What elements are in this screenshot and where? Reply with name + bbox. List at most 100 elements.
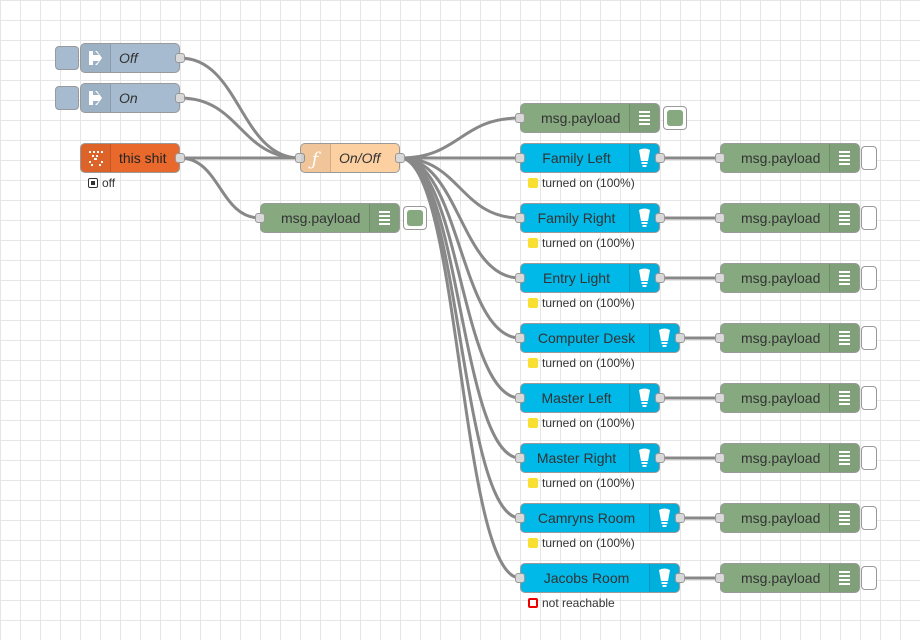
debug-node[interactable]: msg.payload xyxy=(715,263,877,293)
hue-light-node-master-left[interactable]: Master Left xyxy=(515,383,665,413)
node-label: msg.payload xyxy=(741,510,821,526)
hue-light-node-jacobs-room[interactable]: Jacobs Room xyxy=(515,563,685,593)
input-port[interactable] xyxy=(515,213,525,223)
status-indicator-icon xyxy=(528,178,538,188)
debug-node[interactable]: msg.payload xyxy=(255,203,427,233)
status-indicator-icon xyxy=(528,298,538,308)
debug-toggle-button[interactable] xyxy=(861,326,877,350)
inject-button[interactable] xyxy=(55,86,79,110)
hue-light-node-master-right[interactable]: Master Right xyxy=(515,443,665,473)
node-status: turned on (100%) xyxy=(528,296,635,310)
input-port[interactable] xyxy=(715,333,725,343)
status-indicator-icon xyxy=(528,538,538,548)
node-label: Off xyxy=(119,50,138,66)
input-port[interactable] xyxy=(715,153,725,163)
debug-node[interactable]: msg.payload xyxy=(715,323,877,353)
function-node[interactable]: ƒ On/Off xyxy=(295,143,405,173)
input-port[interactable] xyxy=(715,393,725,403)
input-port[interactable] xyxy=(715,273,725,283)
input-port[interactable] xyxy=(715,453,725,463)
debug-node[interactable]: msg.payload xyxy=(715,203,877,233)
debug-toggle-button[interactable] xyxy=(861,146,877,170)
debug-list-icon xyxy=(829,264,859,292)
debug-node[interactable]: msg.payload xyxy=(715,503,877,533)
debug-list-icon xyxy=(829,504,859,532)
node-status: turned on (100%) xyxy=(528,236,635,250)
output-port[interactable] xyxy=(655,453,665,463)
node-label: Master Right xyxy=(536,450,617,466)
input-port[interactable] xyxy=(515,273,525,283)
inject-node-on[interactable]: On xyxy=(55,83,185,113)
input-port[interactable] xyxy=(515,513,525,523)
input-port[interactable] xyxy=(715,573,725,583)
debug-toggle-button[interactable] xyxy=(861,566,877,590)
status-text: turned on (100%) xyxy=(542,536,635,550)
debug-node[interactable]: msg.payload xyxy=(715,383,877,413)
node-status: off xyxy=(88,176,115,190)
debug-list-icon xyxy=(829,324,859,352)
debug-node[interactable]: msg.payload xyxy=(715,443,877,473)
node-label: Entry Light xyxy=(543,270,610,286)
output-port[interactable] xyxy=(655,393,665,403)
output-port[interactable] xyxy=(655,273,665,283)
status-text: turned on (100%) xyxy=(542,236,635,250)
node-status: turned on (100%) xyxy=(528,416,635,430)
output-port[interactable] xyxy=(675,513,685,523)
debug-toggle-button[interactable] xyxy=(861,446,877,470)
hue-light-node-family-left[interactable]: Family Left xyxy=(515,143,665,173)
trigger-node[interactable]: this shit xyxy=(80,143,185,173)
light-bulb-icon xyxy=(629,204,659,232)
hue-light-node-entry-light[interactable]: Entry Light xyxy=(515,263,665,293)
input-port[interactable] xyxy=(515,113,525,123)
hue-light-node-computer-desk[interactable]: Computer Desk xyxy=(515,323,685,353)
light-bulb-icon xyxy=(629,264,659,292)
debug-list-icon xyxy=(829,384,859,412)
wire xyxy=(399,156,521,460)
output-port[interactable] xyxy=(175,153,185,163)
output-port[interactable] xyxy=(395,153,405,163)
debug-node[interactable]: msg.payload xyxy=(715,143,877,173)
inject-node-off[interactable]: Off xyxy=(55,43,185,73)
debug-toggle-button[interactable] xyxy=(861,506,877,530)
output-port[interactable] xyxy=(655,213,665,223)
node-label: msg.payload xyxy=(741,450,821,466)
light-bulb-icon xyxy=(629,144,659,172)
debug-toggle-button[interactable] xyxy=(861,206,877,230)
input-port[interactable] xyxy=(515,153,525,163)
debug-toggle-button[interactable] xyxy=(403,206,427,230)
input-port[interactable] xyxy=(515,393,525,403)
input-port[interactable] xyxy=(515,453,525,463)
debug-toggle-button[interactable] xyxy=(861,386,877,410)
input-port[interactable] xyxy=(715,513,725,523)
output-port[interactable] xyxy=(175,93,185,103)
inject-button[interactable] xyxy=(55,46,79,70)
hue-light-node-camryns-room[interactable]: Camryns Room xyxy=(515,503,685,533)
input-port[interactable] xyxy=(255,213,265,223)
node-label: Computer Desk xyxy=(537,330,636,346)
node-status: not reachable xyxy=(528,596,615,610)
output-port[interactable] xyxy=(675,573,685,583)
wire xyxy=(179,156,261,220)
debug-toggle-button[interactable] xyxy=(663,106,687,130)
input-port[interactable] xyxy=(715,213,725,223)
status-indicator-icon xyxy=(528,418,538,428)
node-label: msg.payload xyxy=(741,150,821,166)
node-label: Jacobs Room xyxy=(543,570,630,586)
debug-node[interactable]: msg.payload xyxy=(715,563,877,593)
debug-node[interactable]: msg.payload xyxy=(515,103,687,133)
debug-toggle-button[interactable] xyxy=(861,266,877,290)
input-port[interactable] xyxy=(515,573,525,583)
node-status: turned on (100%) xyxy=(528,476,635,490)
node-status: turned on (100%) xyxy=(528,536,635,550)
output-port[interactable] xyxy=(655,153,665,163)
output-port[interactable] xyxy=(675,333,685,343)
node-label: msg.payload xyxy=(741,390,821,406)
hue-light-node-family-right[interactable]: Family Right xyxy=(515,203,665,233)
input-port[interactable] xyxy=(515,333,525,343)
input-port[interactable] xyxy=(295,153,305,163)
light-bulb-icon xyxy=(629,444,659,472)
node-label: msg.payload xyxy=(281,210,361,226)
output-port[interactable] xyxy=(175,53,185,63)
function-icon: ƒ xyxy=(301,144,331,172)
debug-list-icon xyxy=(829,564,859,592)
